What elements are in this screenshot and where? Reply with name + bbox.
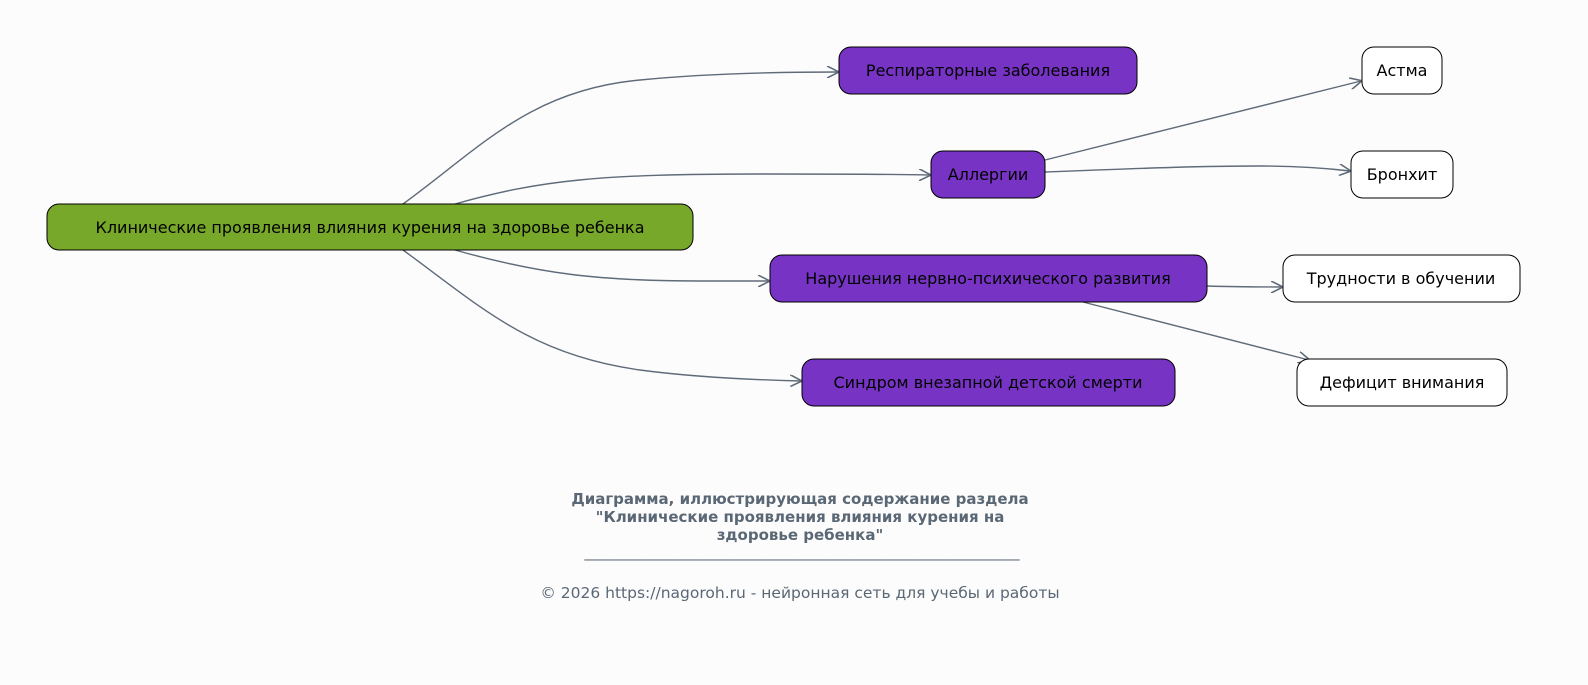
caption-line: "Клинические проявления влияния курения …: [595, 508, 1005, 526]
root-node[interactable]: Клинические проявления влияния курения н…: [46, 203, 694, 251]
leaf-node-asthma[interactable]: Астма: [1361, 46, 1443, 95]
branch-label: Респираторные заболевания: [866, 61, 1110, 80]
leaf-label: Астма: [1377, 61, 1428, 80]
branch-label: Нарушения нервно-психического развития: [805, 269, 1170, 288]
branch-label: Синдром внезапной детской смерти: [834, 373, 1143, 392]
edge-neuro-learning: [1206, 286, 1282, 287]
caption-line: здоровье ребенка": [716, 526, 884, 544]
leaf-label: Дефицит внимания: [1320, 373, 1485, 392]
edge-root-allergies: [454, 174, 930, 205]
branch-node-sids[interactable]: Синдром внезапной детской смерти: [801, 358, 1176, 407]
leaf-label: Трудности в обучении: [1306, 269, 1496, 288]
caption-divider: ________________________________________: [0, 543, 1588, 561]
diagram-caption: Диаграмма, иллюстрирующая содержание раз…: [0, 490, 1588, 544]
copyright-text: © 2026 https://nagoroh.ru - нейронная се…: [540, 584, 1060, 602]
edge-root-respiratory: [402, 72, 838, 205]
root-node-label: Клинические проявления влияния курения н…: [95, 218, 644, 237]
edge-allergies-asthma: [1044, 81, 1361, 161]
branch-node-allergies[interactable]: Аллергии: [930, 150, 1046, 199]
branch-label: Аллергии: [948, 165, 1029, 184]
leaf-node-attention[interactable]: Дефицит внимания: [1296, 358, 1508, 407]
edges: [402, 72, 1361, 381]
edge-allergies-bronchitis: [1044, 166, 1350, 172]
caption-line: Диаграмма, иллюстрирующая содержание раз…: [571, 490, 1029, 508]
leaf-node-learning[interactable]: Трудности в обучении: [1282, 254, 1521, 303]
caption-divider-text: ________________________________________: [584, 543, 1020, 561]
branch-node-neuro[interactable]: Нарушения нервно-психического развития: [769, 254, 1208, 303]
leaf-label: Бронхит: [1367, 165, 1438, 184]
edge-neuro-attention: [1082, 301, 1309, 360]
leaf-node-bronchitis[interactable]: Бронхит: [1350, 150, 1454, 199]
edge-root-sids: [402, 249, 801, 381]
branch-node-respiratory[interactable]: Респираторные заболевания: [838, 46, 1138, 95]
edge-root-neuro: [454, 249, 769, 281]
